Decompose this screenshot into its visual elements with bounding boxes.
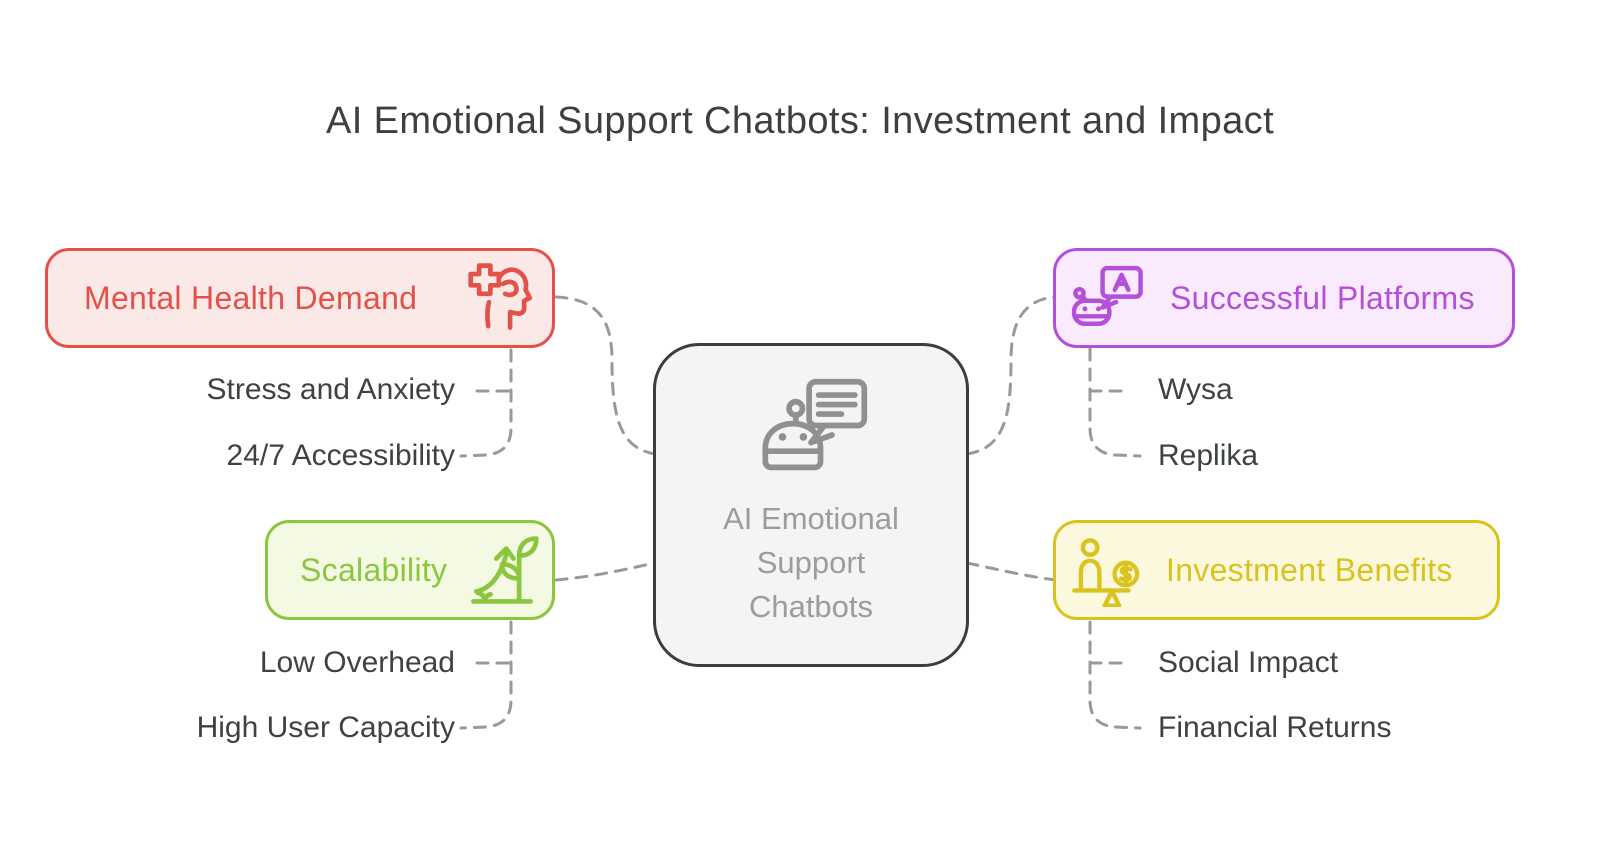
connector-center-to-investment bbox=[965, 561, 1058, 582]
center-node-label: AI Emotional Support Chatbots bbox=[723, 497, 899, 629]
sub-item-24-7-accessibility: 24/7 Accessibility bbox=[226, 439, 455, 472]
sub-item-replika: Replika bbox=[1158, 439, 1259, 472]
connector-platforms-children bbox=[1088, 347, 1142, 458]
branch-node-investment-benefits: Investment Benefits bbox=[1053, 520, 1500, 620]
sub-item-social-impact: Social Impact bbox=[1158, 646, 1339, 679]
branch-node-mental-health-demand: Mental Health Demand bbox=[45, 248, 555, 348]
branch-label: Mental Health Demand bbox=[84, 279, 418, 316]
connector-mental-health-children bbox=[459, 348, 513, 458]
sub-item-wysa: Wysa bbox=[1158, 373, 1233, 406]
center-label-line2: Support bbox=[756, 545, 866, 580]
branch-label: Scalability bbox=[300, 551, 448, 588]
center-node: AI Emotional Support Chatbots bbox=[653, 343, 969, 667]
sub-item-high-user-capacity: High User Capacity bbox=[196, 711, 455, 744]
connector-investment-children bbox=[1088, 620, 1142, 730]
branch-node-scalability: Scalability bbox=[265, 520, 555, 620]
branch-node-successful-platforms: Successful Platforms bbox=[1053, 248, 1515, 348]
connector-scalability-children bbox=[459, 620, 513, 730]
connector-mental-health-to-center bbox=[554, 295, 657, 456]
balance-scale-money-icon bbox=[1072, 538, 1140, 607]
head-with-cross-icon bbox=[468, 263, 533, 330]
branch-label: Successful Platforms bbox=[1170, 279, 1475, 316]
sub-item-low-overhead: Low Overhead bbox=[259, 646, 455, 679]
sub-item-stress-and-anxiety: Stress and Anxiety bbox=[206, 373, 455, 406]
growth-plant-arrow-icon bbox=[471, 536, 539, 604]
sub-item-financial-returns: Financial Returns bbox=[1158, 711, 1392, 744]
branch-label: Investment Benefits bbox=[1166, 551, 1453, 588]
chatbot-letter-a-icon bbox=[1071, 265, 1143, 327]
center-label-line1: AI Emotional bbox=[723, 501, 899, 536]
page-title: AI Emotional Support Chatbots: Investmen… bbox=[325, 100, 1275, 142]
center-label-line3: Chatbots bbox=[748, 589, 874, 624]
connector-scalability-to-center bbox=[554, 561, 657, 582]
chatbot-speech-bubble-icon bbox=[762, 378, 868, 471]
connector-center-to-platforms bbox=[965, 295, 1058, 456]
